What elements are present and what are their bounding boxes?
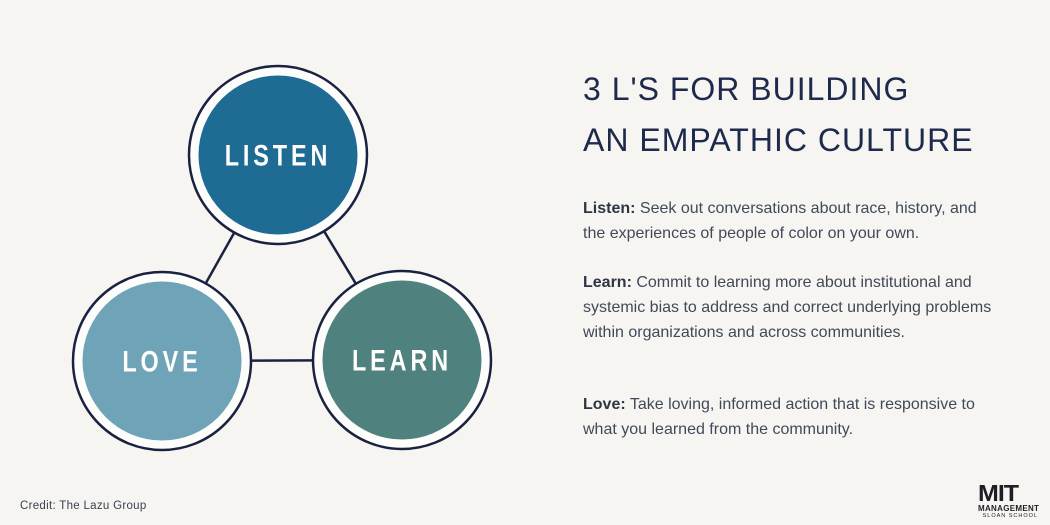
node-listen: LISTEN: [187, 64, 369, 246]
node-learn-circle: [322, 280, 482, 440]
node-learn: LEARN: [311, 269, 493, 451]
node-listen-circle: [198, 75, 358, 235]
node-love-circle: [82, 281, 242, 441]
paragraph-learn-text: Commit to learning more about institutio…: [583, 274, 992, 341]
paragraph-listen-lead: Listen:: [583, 200, 636, 217]
paragraph-listen-text: Seek out conversations about race, histo…: [583, 200, 977, 242]
title-line-2: AN EMPATHIC CULTURE: [583, 122, 974, 158]
mit-logo-management: MANAGEMENT: [978, 504, 1040, 513]
paragraph-learn: Learn: Commit to learning more about ins…: [583, 270, 995, 345]
paragraph-love-text: Take loving, informed action that is res…: [583, 396, 975, 438]
mit-logo-wordmark: MIT: [978, 481, 1019, 507]
paragraph-listen: Listen: Seek out conversations about rac…: [583, 196, 995, 246]
node-love: LOVE: [71, 270, 253, 452]
page-title: 3 L'S FOR BUILDING AN EMPATHIC CULTURE: [583, 64, 1023, 166]
three-circles-diagram: LISTEN LOVE LEARN: [71, 64, 493, 452]
mit-sloan-logo: MIT MANAGEMENT SLOAN SCHOOL: [978, 481, 1040, 520]
credit-text: Credit: The Lazu Group: [20, 500, 147, 512]
node-listen-label: LISTEN: [225, 139, 332, 172]
paragraph-love: Love: Take loving, informed action that …: [583, 392, 995, 442]
paragraph-love-lead: Love:: [583, 396, 626, 413]
mit-logo-sloan-school: SLOAN SCHOOL: [982, 513, 1038, 519]
paragraph-learn-lead: Learn:: [583, 274, 632, 291]
node-love-label: LOVE: [122, 345, 201, 378]
title-line-1: 3 L'S FOR BUILDING: [583, 71, 910, 107]
node-learn-label: LEARN: [352, 344, 452, 377]
